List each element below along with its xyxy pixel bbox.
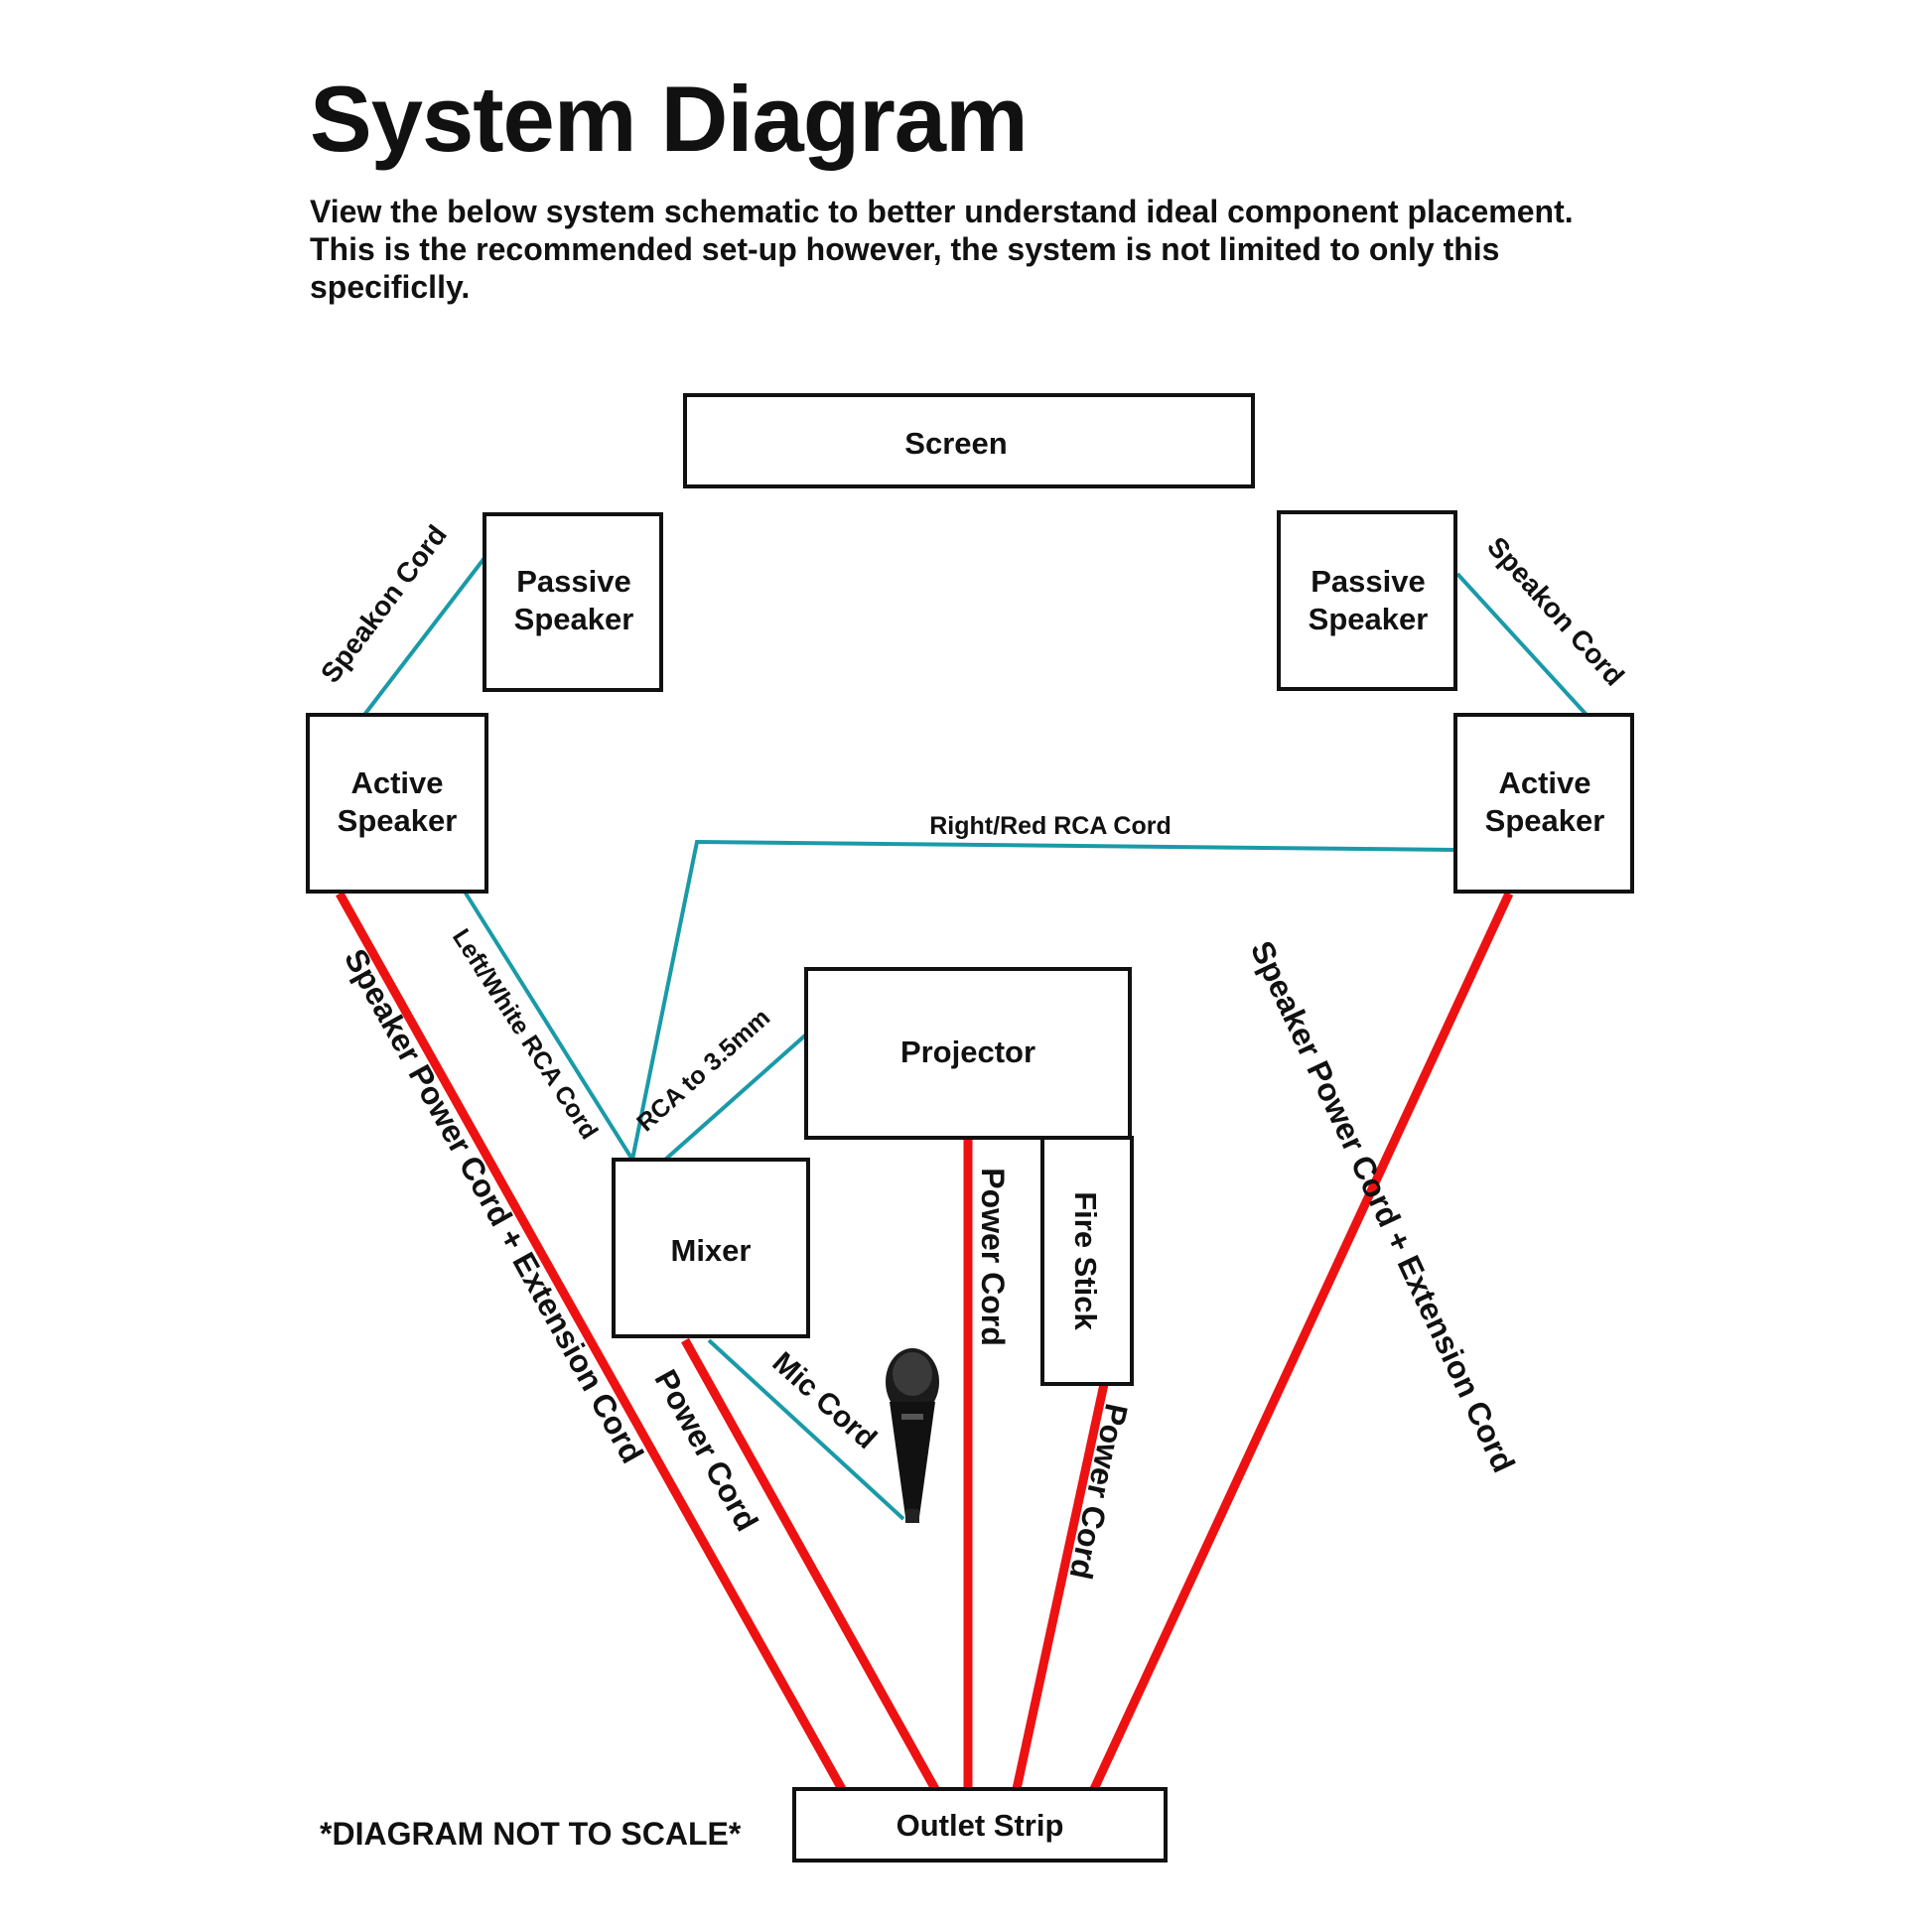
passive-speaker-right-label-1: Passive [1311, 564, 1426, 599]
right-speaker-power-line [1089, 892, 1514, 1791]
active-speaker-left-label-1: Active [350, 765, 443, 800]
active-speaker-right-label-1: Active [1498, 765, 1590, 800]
active-speaker-right-label-2: Speaker [1485, 803, 1605, 838]
firestick-power-label: Power Cord [1062, 1401, 1135, 1583]
passive-speaker-right-label-2: Speaker [1309, 602, 1429, 636]
power-cords [336, 891, 1514, 1792]
firestick-power-line [1012, 1383, 1109, 1790]
scale-note: *DIAGRAM NOT TO SCALE* [320, 1816, 742, 1852]
right-rca-label: Right/Red RCA Cord [929, 812, 1172, 840]
active-speaker-left-label-2: Speaker [338, 803, 458, 838]
left-speakon-line [362, 556, 486, 717]
passive-speaker-left-label-2: Speaker [514, 602, 634, 636]
speaker-power-right-label: Speaker Power Cord + Extension Cord [1244, 935, 1522, 1477]
projector-label: Projector [900, 1035, 1035, 1069]
left-rca-line [463, 890, 634, 1162]
projector-power-label: Power Cord [975, 1168, 1011, 1346]
mixer-power-line [681, 1337, 939, 1792]
screen-label: Screen [904, 426, 1007, 461]
right-speakon-line [1455, 572, 1588, 717]
projector-box: Projector [804, 967, 1132, 1140]
right-rca-line [630, 839, 1456, 1161]
left-rca-label: Left/White RCA Cord [447, 924, 604, 1145]
microphone-icon [886, 1348, 939, 1523]
outlet-strip-label: Outlet Strip [897, 1808, 1064, 1843]
speakon-left-label: Speakon Cord [315, 519, 453, 688]
passive-speaker-left-label-1: Passive [516, 564, 631, 599]
screen-box: Screen [683, 393, 1255, 488]
left-speaker-power-line [336, 891, 846, 1792]
passive-speaker-right-box: Passive Speaker [1277, 510, 1457, 691]
page-title: System Diagram [310, 67, 1029, 171]
rca-35-label: RCA to 3.5mm [631, 1004, 775, 1138]
mic-cord-label: Mic Cord [766, 1346, 883, 1455]
active-speaker-left-box: Active Speaker [306, 713, 488, 894]
signal-cords [362, 556, 1588, 1521]
rca-35-line [663, 1033, 808, 1162]
outlet-strip-box: Outlet Strip [792, 1787, 1168, 1863]
mixer-label: Mixer [671, 1233, 752, 1268]
mixer-box: Mixer [612, 1158, 810, 1338]
speaker-power-left-label: Speaker Power Cord + Extension Cord [338, 943, 651, 1469]
active-speaker-right-box: Active Speaker [1453, 713, 1634, 894]
passive-speaker-left-box: Passive Speaker [483, 512, 663, 692]
fire-stick-box: Fire Stick [1040, 1136, 1134, 1386]
mic-cord-line [707, 1338, 905, 1521]
page-subtitle: View the below system schematic to bette… [310, 194, 1574, 305]
speakon-right-label: Speakon Cord [1481, 531, 1630, 692]
fire-stick-label: Fire Stick [1068, 1191, 1103, 1330]
